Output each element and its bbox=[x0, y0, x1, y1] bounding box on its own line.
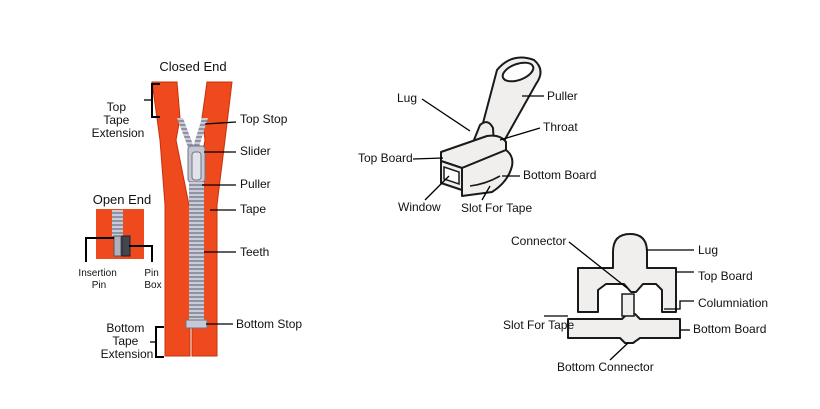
zipper-illustration bbox=[151, 81, 233, 357]
insertion-pin-teeth bbox=[112, 210, 123, 236]
slider-throat-label: Throat bbox=[543, 120, 578, 134]
top-tape-extension-label: Top Tape Extension bbox=[92, 100, 145, 140]
section-columniation bbox=[621, 293, 635, 317]
slider-bottom-board-label: Bottom Board bbox=[523, 168, 596, 182]
slider-lug-label: Lug bbox=[397, 91, 417, 105]
pin-box-label: Pin Box bbox=[144, 268, 161, 291]
insertion-pin-shape bbox=[113, 235, 122, 257]
slider-perspective-illustration bbox=[440, 56, 542, 197]
puller-hole bbox=[501, 61, 535, 83]
tape-label: Tape bbox=[240, 202, 266, 216]
insertion-pin-label: Insertion Pin bbox=[78, 268, 119, 291]
slider-label: Slider bbox=[240, 144, 271, 158]
zipper-puller bbox=[191, 151, 202, 181]
zipper-teeth-chain bbox=[189, 182, 204, 322]
section-bottom-connector-label: Bottom Connector bbox=[557, 360, 654, 374]
closed-end-title: Closed End bbox=[159, 59, 226, 74]
pin-box-pointer bbox=[129, 245, 153, 262]
open-end-title: Open End bbox=[93, 192, 152, 207]
slider-slot-for-tape-label: Slot For Tape bbox=[461, 201, 532, 215]
section-connector-label: Connector bbox=[511, 234, 566, 248]
slider-window bbox=[443, 165, 460, 186]
insertion-pin-pointer bbox=[85, 237, 114, 262]
slider-tape-slot bbox=[469, 175, 501, 187]
section-lug-label: Lug bbox=[698, 243, 718, 257]
teeth-label: Teeth bbox=[240, 245, 269, 259]
section-bottom-board bbox=[567, 313, 681, 344]
zipper-bottom-stop bbox=[185, 319, 208, 329]
zipper-teeth-right-upper bbox=[192, 118, 208, 150]
slider-top-board-label: Top Board bbox=[358, 151, 413, 165]
bottom-tape-extension-label: Bottom Tape Extension bbox=[101, 321, 154, 361]
bottom-tape-extension-bracket bbox=[155, 326, 164, 358]
section-columniation-label: Columniation bbox=[698, 296, 768, 310]
slider-puller-tab bbox=[477, 56, 542, 151]
top-stop-label: Top Stop bbox=[240, 112, 288, 126]
section-top-board-label: Top Board bbox=[698, 269, 753, 283]
puller-label: Puller bbox=[240, 177, 271, 191]
section-bottom-board-label: Bottom Board bbox=[693, 322, 766, 336]
pin-box-shape bbox=[121, 235, 131, 257]
slider-cross-section-illustration bbox=[567, 233, 681, 344]
bottom-stop-label: Bottom Stop bbox=[236, 317, 302, 331]
slider-puller-label: Puller bbox=[547, 89, 578, 103]
zipper-teeth-left-upper bbox=[177, 118, 195, 150]
section-slot-for-tape-label: Slot For Tape bbox=[503, 318, 574, 332]
open-end-inset bbox=[96, 209, 144, 259]
slider-window-label: Window bbox=[398, 200, 441, 214]
